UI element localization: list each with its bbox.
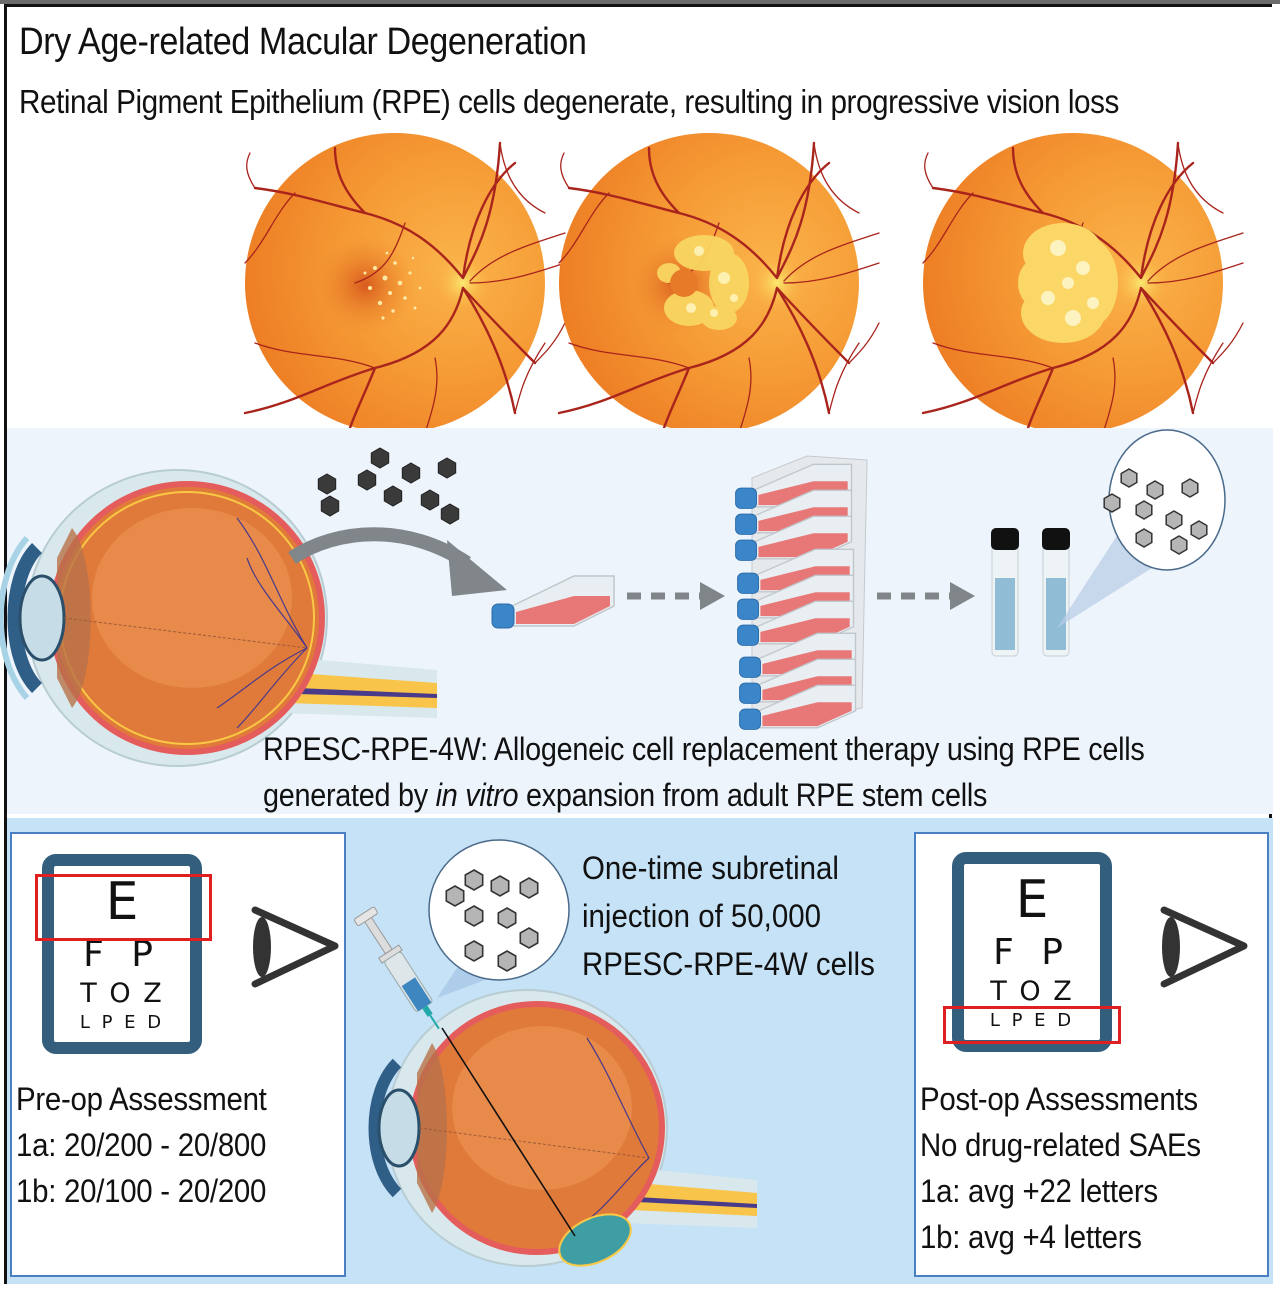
fundus-early xyxy=(243,133,567,435)
culture-flask xyxy=(491,575,615,629)
postop-line-1b: 1b: avg +4 letters xyxy=(920,1219,1142,1255)
dashed-arrow-2 xyxy=(877,582,975,610)
chart-row-1: E xyxy=(1015,870,1049,930)
injection-line-3: RPESC-RPE-4W cells xyxy=(582,946,875,982)
caption-italic: in vitro xyxy=(435,777,519,813)
viewer-eye-icon xyxy=(1160,906,1248,988)
panel-disease: Dry Age-related Macular Degeneration Ret… xyxy=(7,7,1273,435)
dashed-arrow-1 xyxy=(627,582,725,610)
fundus-advanced xyxy=(921,133,1245,435)
preop-title: Pre-op Assessment xyxy=(16,1081,267,1117)
injection-description: One-time subretinal injection of 50,000 … xyxy=(582,844,875,988)
figure-subtitle: Retinal Pigment Epithelium (RPE) cells d… xyxy=(19,83,1119,120)
top-border xyxy=(0,0,1280,4)
postop-line-sae: No drug-related SAEs xyxy=(920,1127,1201,1163)
postop-box: E F P T O Z L P E D Post-op Assessments … xyxy=(914,832,1269,1277)
chart-row-4: L P E D xyxy=(79,1012,165,1033)
caption-text-2: expansion from adult RPE stem cells xyxy=(518,777,988,813)
manufacturing-illustration xyxy=(7,429,1226,814)
viewer-eye-icon xyxy=(251,906,339,988)
chart-row-1: E xyxy=(105,872,139,932)
preop-line-1b: 1b: 20/100 - 20/200 xyxy=(16,1173,267,1209)
manufacturing-caption: RPESC-RPE-4W: Allogeneic cell replacemen… xyxy=(263,726,1253,818)
stem-cells-dark xyxy=(317,447,460,525)
cell-magnification xyxy=(1057,429,1226,628)
eye-chart-preop: E F P T O Z L P E D xyxy=(42,854,202,1054)
eye-chart-postop: E F P T O Z L P E D xyxy=(952,852,1112,1052)
postop-line-1a: 1a: avg +22 letters xyxy=(920,1173,1158,1209)
stacked-flasks xyxy=(734,455,868,731)
eye-injection-target xyxy=(368,989,757,1267)
preop-line-1a: 1a: 20/200 - 20/800 xyxy=(16,1127,267,1163)
vials xyxy=(991,528,1070,657)
injection-illustration xyxy=(353,839,757,1267)
chart-row-4: L P E D xyxy=(989,1010,1075,1031)
fundus-images xyxy=(243,133,1245,435)
eye-cross-section xyxy=(1,470,437,766)
highlight-box-preop xyxy=(35,874,212,941)
harvest-arrow xyxy=(288,527,507,596)
figure-title: Dry Age-related Macular Degeneration xyxy=(19,21,587,63)
panel-manufacturing: RPESC-RPE-4W: Allogeneic cell replacemen… xyxy=(7,428,1273,814)
cell-magnification-injection xyxy=(428,839,570,998)
injection-line-2: injection of 50,000 xyxy=(582,898,821,934)
needle-path xyxy=(441,1027,576,1237)
panel-clinical: E F P T O Z L P E D Pre-op Assessment 1a… xyxy=(7,818,1273,1284)
chart-row-3: T O Z xyxy=(990,976,1074,1007)
highlight-box-postop xyxy=(943,1006,1121,1044)
caption-text-1: RPESC-RPE-4W: Allogeneic cell replacemen… xyxy=(263,731,1145,813)
chart-row-3: T O Z xyxy=(80,978,164,1009)
fundus-intermediate xyxy=(557,133,881,435)
syringe-icon xyxy=(353,906,440,1030)
postop-title: Post-op Assessments xyxy=(920,1081,1198,1117)
preop-box: E F P T O Z L P E D Pre-op Assessment 1a… xyxy=(10,832,346,1277)
chart-row-2: F P xyxy=(993,932,1071,973)
injection-line-1: One-time subretinal xyxy=(582,850,839,886)
